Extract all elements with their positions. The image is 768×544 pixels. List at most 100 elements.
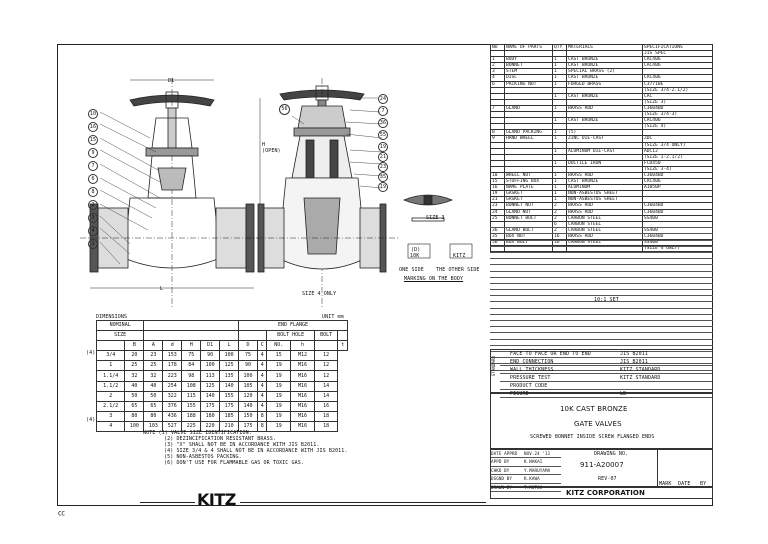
dims-cell: 32 [124,370,145,382]
dims-cell: 3/4 [95,350,126,362]
right-valve-section [246,78,398,308]
dims-cell: 18 [313,410,339,422]
standards-row: PRODUCT CODE [500,382,712,390]
dims-subheader-cell: D [238,340,258,352]
ruled-line [490,228,713,235]
dims-cell: 4 [95,420,126,433]
note-line: (5) NON-ASBESTOS PACKING. [164,454,242,460]
dims-cell: 3 [95,410,126,422]
dims-cell: 15 [266,350,292,362]
dims-cell: 75 [238,350,258,362]
approval-role: DATE APPRD [491,451,518,456]
dims-cell: 1 [95,360,126,372]
ruled-line [490,284,713,291]
dims-subheader-cell [313,340,339,352]
dims-cell: M16 [290,370,315,382]
dims-cell: 1.1/4 [95,370,126,382]
dims-cell: 376 [162,400,183,412]
balloon: 8 [88,187,98,197]
dims-cell: M16 [290,410,315,422]
ruled-line [490,222,713,229]
dims-cell: 125 [200,380,221,392]
valve-drawings [80,78,473,308]
standards-value: JIS B2011 [620,359,648,365]
dims-cell: 150 [238,410,258,422]
marking-on-body [407,243,473,259]
dims-cell: 12 [313,360,339,372]
dims-cell: M16 [290,400,315,412]
mark-kitz: KITZ [453,253,466,259]
dims-cell: 90 [200,350,221,362]
balloon: 19 [378,142,388,152]
approval-name: NOV.24 '11 [524,451,551,456]
balloon: 55 [378,130,388,140]
drawing-number: 911-A20007 [580,461,624,469]
dims-cell: 140 [200,390,221,402]
dims-side-mark: (4) [86,417,96,424]
dims-side-mark: (4) [86,350,96,356]
dims-cell: 175 [219,400,240,412]
dims-cell: 4 [256,390,268,402]
dims-cell: 23 [143,350,164,362]
dims-cell: 4 [256,380,268,392]
dims-cell: 120 [238,390,258,402]
dims-cell: 140 [219,380,240,392]
balloon: 15 [88,135,98,145]
bolt-header: BOLT [313,330,339,342]
approval-role: DSGND BY [491,476,512,482]
balloon: 36 [378,118,388,128]
parts-header-cell: SPECIFICATIONS [642,43,713,52]
dims-cell: 25 [124,360,145,372]
dims-cell: 19 [266,390,292,402]
dims-cell: 100 [200,360,221,372]
approval-role: APPD BY [491,459,510,465]
dims-cell: 135 [219,370,240,382]
dims-cell: 50 [124,390,145,402]
size4-only-label: SIZE 4 ONLY [302,291,337,297]
dims-title: DIMENSIONS [96,314,128,320]
end-flange-header: END FLANGE [238,319,348,332]
dims-cell: M12 [290,350,315,362]
marking-label: MARKING ON THE BODY [404,276,464,282]
approval-name: K.NAKAI [524,459,543,465]
standards-item: PRESSURE TEST [510,375,551,381]
dims-cell: 4 [256,350,268,362]
dims-cell: 113 [200,370,221,382]
balloon: 24 [378,94,388,104]
dims-cell: 2.1/2 [95,400,126,412]
dims-cell: 19 [266,360,292,372]
standards-item: WALL THICKNESS [510,367,554,373]
ruled-line [490,241,713,247]
dims-cell: 50 [143,390,164,402]
l-label: L [160,286,164,292]
ruled-line [490,259,713,266]
standards-value: LB [620,391,627,397]
parts-cell: (SIZE 3/4 ONLY) [642,141,713,149]
kitz-logo: KITZ [197,490,236,509]
dims-subheader-cell: C [256,340,268,352]
balloon: 9 [88,148,98,158]
ruled-line [490,272,713,278]
dims-cell: 4 [256,400,268,412]
dims-subheader-cell: B [124,340,145,352]
dims-cell: 8 [256,410,268,422]
standards-item: FACE TO FACE OR END TO END [510,351,591,357]
approval-role: CHKD BY [491,467,510,473]
dims-cell: 2 [95,390,126,402]
ruled-line [490,340,713,346]
dimensions-table: NOMINAL END FLANGE SIZE BOLT HOLE BOLT B… [95,319,348,433]
dims-cell: 175 [200,400,221,412]
dims-cell: 108 [181,380,202,392]
dims-subheader-cell: d [162,340,183,352]
